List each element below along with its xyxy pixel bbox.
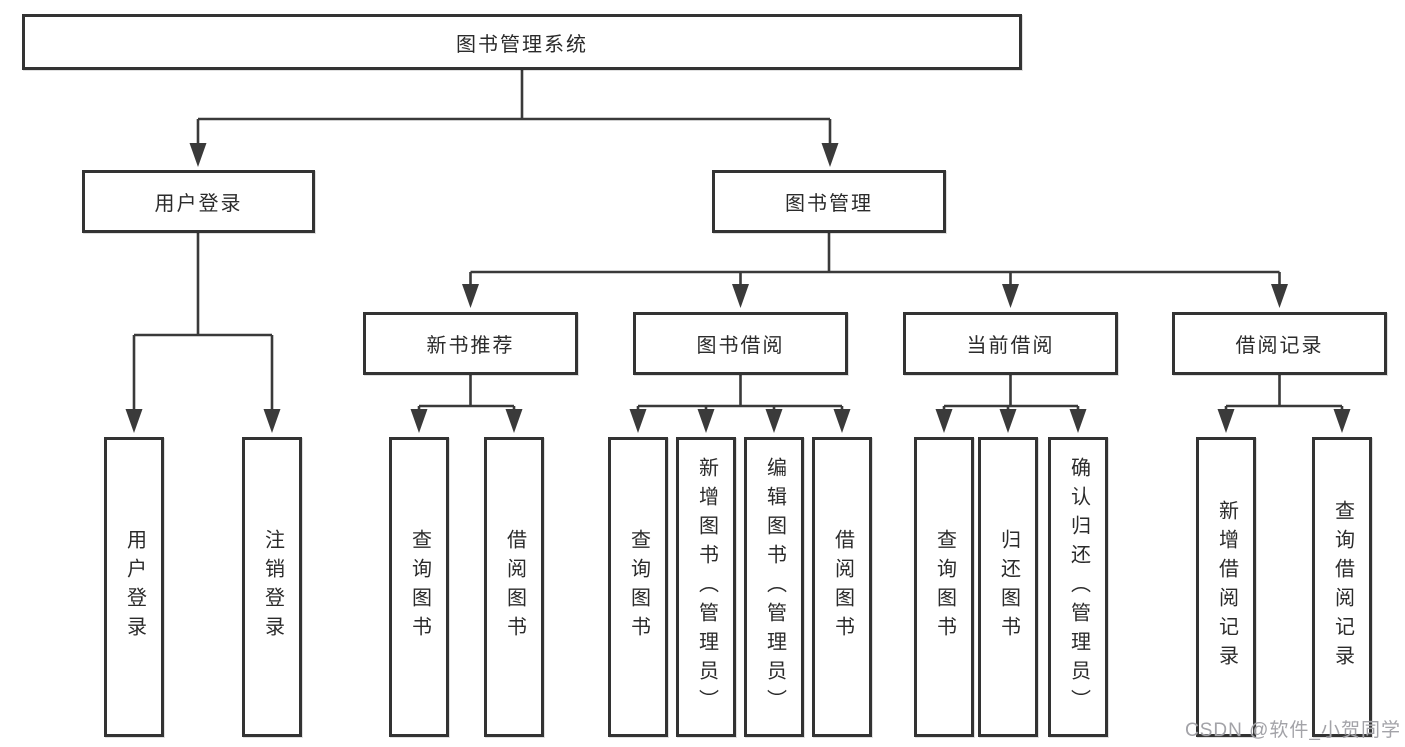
leaf-current-confirm-return-admin: 确认归还（管理员） (1048, 437, 1108, 737)
leaf-label: 新增图书（管理员） (695, 456, 718, 718)
node-label: 用户登录 (154, 193, 243, 215)
leaf-label: 查询图书 (627, 529, 650, 645)
node-user-login-branch: 用户登录 (82, 170, 315, 233)
node-label: 借阅记录 (1235, 335, 1324, 357)
node-label: 图书管理 (785, 193, 873, 215)
csdn-watermark: CSDN @软件_小贺同学 (1185, 720, 1401, 741)
leaf-label: 查询图书 (408, 529, 431, 645)
node-book-borrow: 图书借阅 (633, 312, 848, 375)
leaf-label: 查询图书 (933, 529, 956, 645)
node-root-system: 图书管理系统 (22, 14, 1022, 70)
leaf-borrow-borrow-book: 借阅图书 (812, 437, 872, 737)
leaf-borrow-query-book: 查询图书 (608, 437, 668, 737)
leaf-label: 查询借阅记录 (1331, 500, 1354, 674)
node-book-management-branch: 图书管理 (712, 170, 946, 233)
leaf-user-login: 用户登录 (104, 437, 164, 737)
connector-paths (132, 67, 1344, 415)
leaf-borrow-edit-book-admin: 编辑图书（管理员） (744, 437, 804, 737)
node-root-label: 图书管理系统 (456, 33, 588, 56)
leaf-label: 归还图书 (997, 529, 1020, 645)
leaf-label: 确认归还（管理员） (1067, 456, 1090, 718)
leaf-borrow-add-book-admin: 新增图书（管理员） (676, 437, 736, 737)
leaf-recommend-borrow-book: 借阅图书 (484, 437, 544, 737)
node-borrow-record: 借阅记录 (1172, 312, 1387, 375)
leaf-label: 注销登录 (261, 529, 284, 645)
arrowheads (125, 143, 1351, 433)
leaf-label: 借阅图书 (503, 529, 526, 645)
leaf-label: 用户登录 (123, 529, 146, 645)
leaf-recommend-query-book: 查询图书 (389, 437, 449, 737)
leaf-label: 借阅图书 (831, 529, 854, 645)
node-label: 新书推荐 (426, 335, 515, 357)
node-new-book-recommend: 新书推荐 (363, 312, 578, 375)
node-current-borrow: 当前借阅 (903, 312, 1118, 375)
leaf-label: 新增借阅记录 (1215, 500, 1238, 674)
leaf-current-return-book: 归还图书 (978, 437, 1038, 737)
leaf-current-query-book: 查询图书 (914, 437, 974, 737)
node-label: 图书借阅 (696, 335, 785, 357)
leaf-label: 编辑图书（管理员） (763, 456, 786, 718)
leaf-logout: 注销登录 (242, 437, 302, 737)
leaf-record-add-borrow-record: 新增借阅记录 (1196, 437, 1256, 737)
node-label: 当前借阅 (966, 335, 1055, 357)
leaf-record-query-borrow-record: 查询借阅记录 (1312, 437, 1372, 737)
